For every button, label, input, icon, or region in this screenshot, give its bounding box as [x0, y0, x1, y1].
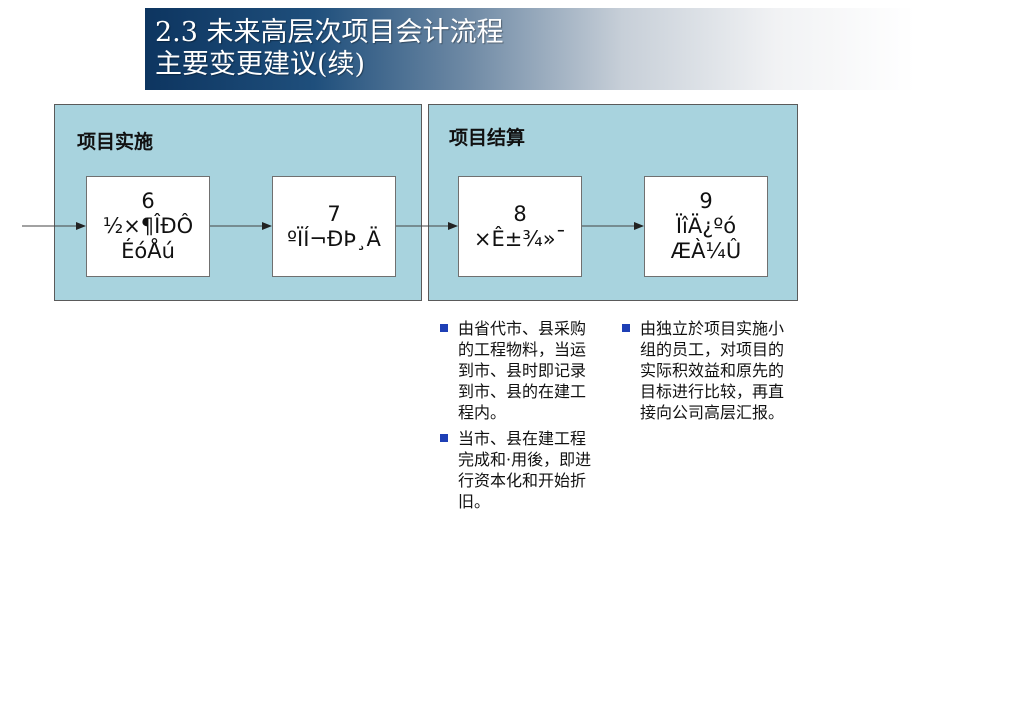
note-item: 由独立於项目实施小组的员工，对项目的实际积效益和原先的目标进行比较，再直接向公司…: [622, 318, 794, 423]
square-bullet-icon: [622, 324, 630, 332]
step-6-line2: ÉóÅú: [121, 239, 175, 263]
title-banner: 2.3 未来高层次项目会计流程 主要变更建议(续): [145, 8, 915, 90]
step-box-7: 7 ºÏÍ¬ÐÞ¸Ä: [272, 176, 396, 277]
step-box-8: 8 ×Ê±¾»¯: [458, 176, 582, 277]
note-text: 由省代市、县采购的工程物料，当运到市、县时即记录到市、县的在建工程内。: [458, 319, 587, 422]
step-7-number: 7: [327, 201, 341, 226]
step-9-line2: ÆÀ¼Û: [670, 239, 742, 263]
step-box-6: 6 ½×¶ÎÐÔ ÉóÅú: [86, 176, 210, 277]
note-text: 当市、县在建工程完成和·用後，即进行资本化和开始折旧。: [458, 429, 592, 511]
panel-settlement-title: 项目结算: [449, 127, 526, 149]
panel-implementation-title: 项目实施: [77, 131, 154, 153]
title-line-2: 主要变更建议(续): [155, 49, 366, 80]
note-item: 由省代市、县采购的工程物料，当运到市、县时即记录到市、县的在建工程内。: [440, 318, 600, 423]
step-9-number: 9: [699, 189, 713, 213]
note-text: 由独立於项目实施小组的员工，对项目的实际积效益和原先的目标进行比较，再直接向公司…: [640, 319, 785, 422]
title-line-1: 2.3 未来高层次项目会计流程: [155, 17, 504, 48]
step-6-number: 6: [141, 189, 155, 213]
note-item: 当市、县在建工程完成和·用後，即进行资本化和开始折旧。: [440, 428, 600, 512]
step-8-number: 8: [513, 201, 527, 226]
notes-right: 由独立於项目实施小组的员工，对项目的实际积效益和原先的目标进行比较，再直接向公司…: [622, 318, 794, 428]
step-9-line1: ÏîÄ¿ºó: [675, 214, 737, 238]
square-bullet-icon: [440, 324, 448, 332]
step-8-line1: ×Ê±¾»¯: [473, 226, 567, 251]
square-bullet-icon: [440, 434, 448, 442]
notes-left: 由省代市、县采购的工程物料，当运到市、县时即记录到市、县的在建工程内。 当市、县…: [440, 318, 600, 517]
step-6-line1: ½×¶ÎÐÔ: [102, 214, 194, 238]
step-box-9: 9 ÏîÄ¿ºó ÆÀ¼Û: [644, 176, 768, 277]
step-7-line1: ºÏÍ¬ÐÞ¸Ä: [287, 226, 381, 251]
